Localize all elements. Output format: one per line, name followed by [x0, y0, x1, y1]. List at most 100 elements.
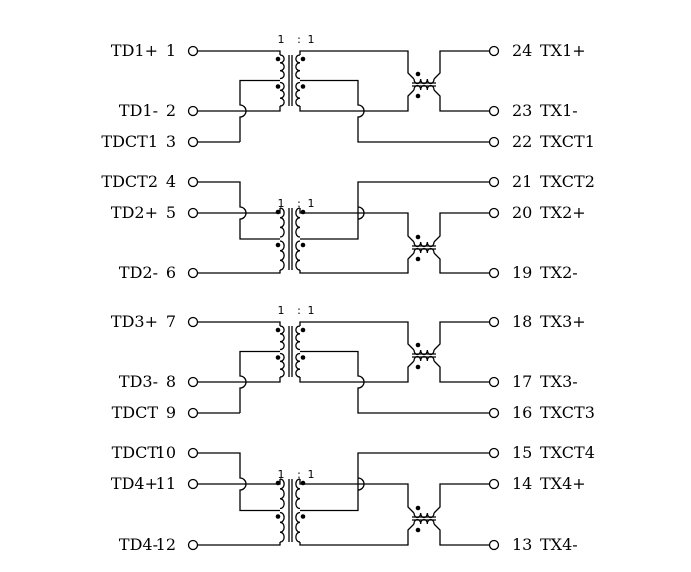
pin-terminal [187, 447, 199, 459]
wire [239, 79, 280, 142]
secondary-winding-top [295, 325, 301, 351]
polarity-dot [415, 71, 421, 77]
choke-winding-bottom [413, 84, 435, 91]
wire [197, 321, 281, 326]
secondary-winding-bottom [295, 81, 301, 107]
ratio-primary: 1 [278, 33, 285, 46]
ratio-separator: : [297, 197, 301, 210]
pin-number: 23 [512, 101, 532, 120]
pin-number: 21 [512, 172, 532, 191]
pin-terminal [488, 136, 500, 148]
pin-number: 18 [512, 312, 532, 331]
pin-terminal [488, 45, 500, 57]
primary-winding-top [279, 54, 285, 80]
primary-winding-bottom [279, 81, 285, 107]
polarity-dot [300, 327, 306, 333]
pin-number: 12 [156, 535, 176, 554]
wire [300, 79, 490, 143]
polarity-dot [415, 234, 421, 240]
pin-number: 2 [166, 101, 176, 120]
polarity-dot [415, 256, 421, 262]
pin-terminal [187, 136, 199, 148]
polarity-dot [275, 56, 281, 62]
ratio-primary: 1 [278, 197, 285, 210]
pin-name: TX2+ [540, 203, 586, 222]
wire [299, 50, 415, 80]
secondary-winding-bottom [295, 240, 301, 271]
pin-terminal [187, 267, 199, 279]
wire [299, 89, 415, 112]
choke-winding-top [413, 512, 435, 519]
ratio-separator: : [297, 304, 301, 317]
pin-number: 24 [512, 41, 532, 60]
pin-name: TDCT [112, 403, 159, 422]
choke-winding-bottom [413, 247, 435, 254]
wire [433, 321, 490, 351]
polarity-dot [415, 342, 421, 348]
pin-name: TDCT2 [101, 172, 158, 191]
wire [299, 360, 415, 383]
wire [197, 50, 281, 55]
pin-name: TX4- [540, 535, 578, 554]
wire [433, 252, 490, 274]
wire [433, 50, 490, 80]
wire [197, 479, 281, 485]
pin-terminal [187, 478, 199, 490]
pin-number: 19 [512, 263, 532, 282]
pin-terminal [488, 407, 500, 419]
polarity-dot [300, 514, 306, 519]
secondary-winding-top [295, 478, 301, 510]
pin-terminal [187, 45, 199, 57]
pin-name: TXCT2 [540, 172, 595, 191]
polarity-dot [300, 242, 306, 248]
primary-winding-bottom [279, 240, 285, 271]
pin-terminal [187, 176, 199, 188]
wire [299, 321, 415, 351]
wire [299, 252, 415, 274]
pin-number: 7 [166, 312, 176, 331]
wire [433, 89, 490, 112]
pin-number: 15 [512, 443, 532, 462]
pin-terminal [488, 207, 500, 219]
pin-terminal [187, 207, 199, 219]
secondary-winding-bottom [295, 352, 301, 378]
pin-name: TX2- [540, 263, 578, 282]
pin-number: 11 [156, 474, 176, 493]
ratio-separator: : [297, 468, 301, 481]
pin-name: TD4- [119, 535, 158, 554]
ratio-secondary: 1 [308, 33, 315, 46]
primary-winding-bottom [279, 352, 285, 378]
ratio-primary: 1 [278, 304, 285, 317]
pin-name: TX1+ [540, 41, 586, 60]
primary-winding-top [279, 325, 285, 351]
pin-number: 1 [166, 41, 176, 60]
pin-name: TD3- [119, 372, 158, 391]
wire [197, 270, 281, 274]
ratio-primary: 1 [278, 468, 285, 481]
wire [300, 452, 490, 512]
wire [433, 523, 490, 546]
pin-terminal [488, 539, 500, 551]
pin-terminal [488, 447, 500, 459]
polarity-dot [300, 84, 306, 89]
pin-terminal [187, 316, 199, 328]
ratio-secondary: 1 [308, 197, 315, 210]
ratio-secondary: 1 [308, 304, 315, 317]
pin-name: TDCT1 [101, 132, 158, 151]
pin-name: TX3+ [540, 312, 586, 331]
pin-name: TD4+ [111, 474, 158, 493]
wire [197, 208, 281, 214]
wire [197, 106, 281, 112]
pin-name: TXCT4 [540, 443, 595, 462]
wire [433, 360, 490, 383]
wire [197, 542, 281, 546]
pin-name: TD1- [119, 101, 158, 120]
pin-number: 17 [512, 372, 532, 391]
secondary-winding-top [295, 54, 301, 80]
polarity-dot [300, 355, 306, 360]
pin-number: 14 [512, 474, 532, 493]
